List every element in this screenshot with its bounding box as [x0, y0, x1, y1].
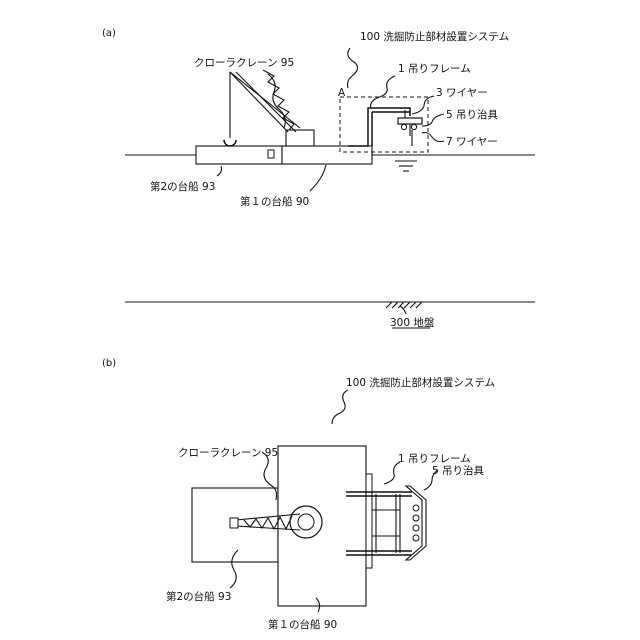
crane-label-b: クローラクレーン 95: [178, 447, 278, 459]
panel-a-tag: (a): [102, 28, 116, 39]
barge2-label-a: 第2の台船 93: [150, 180, 215, 193]
water-level-symbol: [395, 161, 417, 171]
crane-label-a: クローラクレーン 95: [194, 57, 294, 69]
jig-label-a: 5 吊り治具: [446, 108, 499, 121]
frame-label-b: 1 吊りフレーム: [398, 453, 471, 465]
crawler-crane-95: [224, 70, 314, 146]
barge1-label-b: 第１の台船 90: [268, 618, 337, 631]
panel-b-tag: (b): [102, 358, 116, 369]
barge1-label-a: 第１の台船 90: [240, 195, 309, 208]
wire7-label: 7 ワイヤー: [446, 136, 498, 148]
wire3-label: 3 ワイヤー: [436, 87, 488, 99]
frame-label-a: 1 吊りフレーム: [398, 63, 471, 75]
system-label-a: 100 洗掘防止部材設置システム: [360, 30, 509, 43]
jig-label-b: 5 吊り治具: [432, 464, 485, 477]
hanging-frame-1: [348, 108, 410, 146]
system-label-b: 100 洗掘防止部材設置システム: [346, 376, 495, 389]
hanging-jig-5: [398, 118, 422, 136]
barge-coupler: [268, 150, 274, 158]
ground-hatch: [386, 302, 422, 308]
leader-lines-a: [217, 48, 444, 314]
hanging-jig-5-plan: [406, 486, 426, 560]
detail-a-label: A: [338, 87, 346, 99]
ground-label: 300 地盤: [390, 316, 435, 329]
first-barge-90: [282, 146, 372, 164]
barge2-label-b: 第2の台船 93: [166, 590, 231, 603]
